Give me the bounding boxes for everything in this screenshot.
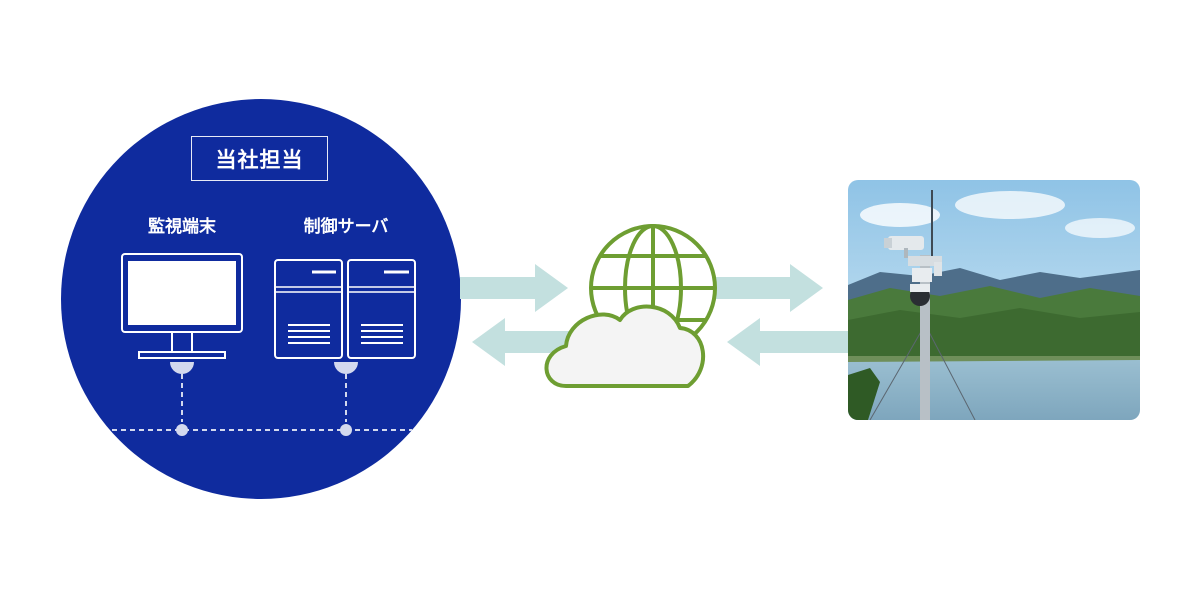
arrow-right-upper-left bbox=[460, 264, 568, 312]
server-rack-icon bbox=[274, 259, 416, 359]
company-scope-title: 当社担当 bbox=[191, 136, 328, 181]
arrow-right-upper-right bbox=[716, 264, 823, 312]
arrow-left-lower-left bbox=[472, 318, 580, 366]
data-flow-arrows bbox=[460, 264, 848, 366]
monitoring-terminal-label: 監視端末 bbox=[148, 217, 216, 237]
camera-pole-photo bbox=[848, 180, 1140, 420]
network-connection-lines bbox=[112, 362, 412, 436]
arrow-left-lower-right bbox=[727, 318, 848, 366]
monitor-icon bbox=[121, 253, 243, 359]
cloud-icon bbox=[544, 304, 706, 388]
company-scope-circle bbox=[61, 99, 461, 499]
control-server-label: 制御サーバ bbox=[303, 217, 389, 237]
